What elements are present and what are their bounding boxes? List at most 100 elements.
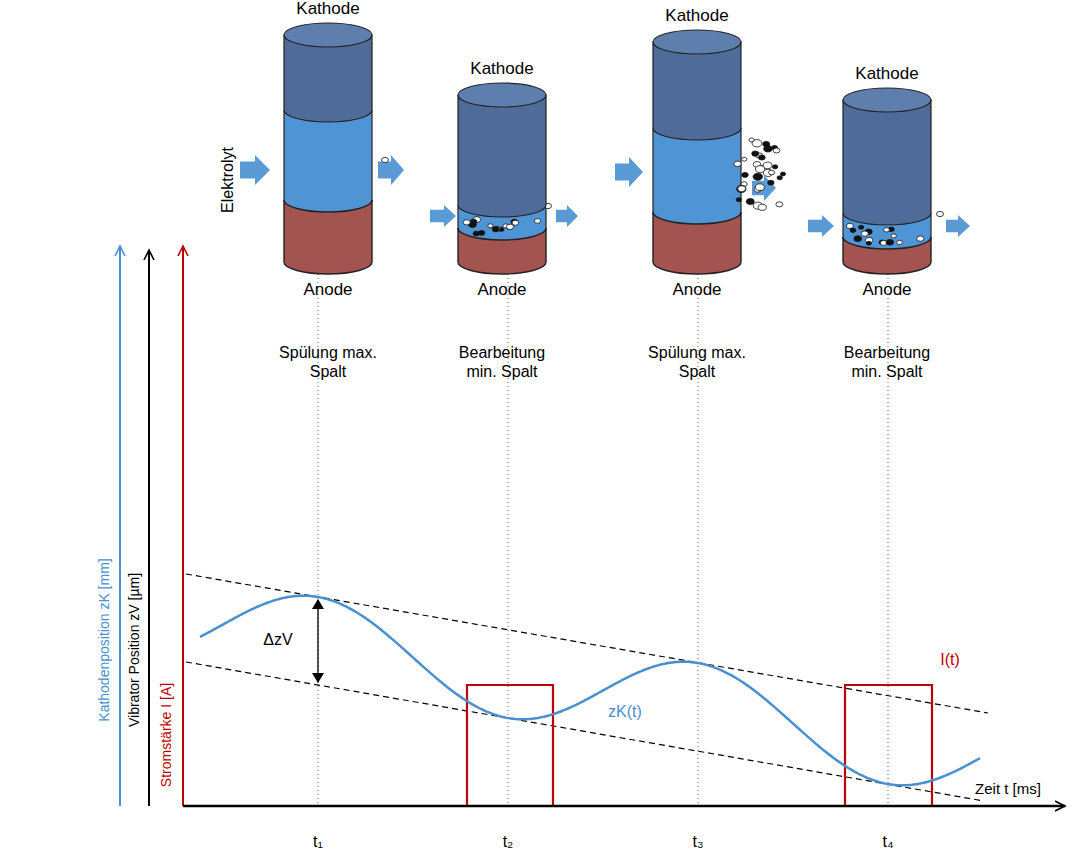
- cathode-top: [458, 83, 546, 107]
- gas-bubble: [492, 227, 499, 232]
- time-marker-line: [508, 250, 509, 805]
- gas-bubble: [866, 241, 871, 245]
- gas-bubble: [769, 170, 775, 175]
- cylinder-outline: [284, 23, 372, 122]
- electrolyte-gap: [653, 128, 741, 224]
- cathode-axis: [119, 246, 121, 806]
- gas-bubble: [758, 155, 765, 160]
- flow-arrow: [240, 155, 270, 185]
- cathode-cylinder: Kathode: [843, 88, 931, 225]
- anode-label: Anode: [672, 280, 721, 300]
- electrolyte-edge: [371, 110, 372, 202]
- axis-title: Zeit t [ms]: [973, 780, 1043, 798]
- gas-bubble: [861, 231, 868, 236]
- cathode-position-curve: [200, 596, 980, 786]
- gas-bubble: [738, 186, 746, 192]
- gas-bubble: [764, 146, 772, 152]
- electrolyte-edge: [930, 213, 931, 239]
- curve-label: zK(t): [606, 702, 644, 721]
- anode-body: [843, 237, 931, 274]
- phase-caption: Spülung max. Spalt: [645, 343, 749, 381]
- gas-bubble: [755, 166, 764, 173]
- flow-arrow: [615, 157, 643, 187]
- gas-bubble: [382, 157, 389, 162]
- gas-bubble: [463, 220, 470, 225]
- gas-bubble: [854, 236, 862, 242]
- time-marker-line: [888, 250, 889, 805]
- gas-bubble: [534, 219, 540, 224]
- time-marker-line: [318, 250, 319, 805]
- cathode-label: Kathode: [855, 64, 918, 84]
- anode-cylinder: Anode: [653, 200, 741, 274]
- gas-bubble: [506, 224, 513, 229]
- cathode-body: [653, 42, 741, 140]
- gas-bubble: [752, 151, 759, 156]
- anode-label: Anode: [303, 280, 352, 300]
- anode-cylinder: Anode: [843, 225, 931, 274]
- anode-body: [458, 228, 546, 274]
- electrolyte-edge: [842, 213, 843, 239]
- gas-bubble: [737, 186, 746, 193]
- gas-bubble: [897, 240, 903, 244]
- fluid-label: Elektrolyt: [220, 147, 236, 213]
- cathode-label: Kathode: [470, 59, 533, 79]
- cathode-label: Kathode: [665, 6, 728, 26]
- electrolyte-edge: [457, 205, 458, 230]
- phase-caption: Bearbeitung min. Spalt: [450, 343, 554, 381]
- curve-label: I(t): [938, 650, 962, 669]
- chart: [120, 246, 1065, 806]
- time-axis: [183, 805, 1065, 808]
- amplitude-arrow: [317, 600, 318, 682]
- gas-bubble: [742, 172, 749, 177]
- current-pulse: [845, 685, 932, 805]
- phase-caption: Spülung max. Spalt: [276, 343, 380, 381]
- time-tick: t₁: [311, 832, 325, 851]
- cathode-cylinder: Kathode: [284, 23, 372, 122]
- phase-caption: Bearbeitung min. Spalt: [835, 343, 939, 381]
- gas-bubble: [736, 198, 741, 202]
- gas-bubble: [746, 199, 754, 205]
- gas-bubble: [470, 219, 476, 224]
- time-tick: t₃: [691, 832, 706, 851]
- axis-title: Kathodenposition zK [mm]: [97, 558, 111, 721]
- gas-bubble: [780, 172, 785, 176]
- cathode-cylinder: Kathode: [653, 30, 741, 140]
- electrolyte-edge: [283, 110, 284, 202]
- time-marker-line: [698, 250, 699, 805]
- gas-bubble: [768, 180, 774, 185]
- flow-arrow: [378, 155, 404, 185]
- gas-bubble: [850, 228, 856, 232]
- anode-label: Anode: [862, 280, 911, 300]
- anode-body: [284, 200, 372, 274]
- gas-bubble: [478, 230, 484, 235]
- gas-bubble: [488, 224, 493, 228]
- amplitude-label: ΔzV: [261, 630, 294, 649]
- cylinder-outline: [284, 188, 372, 274]
- flow-arrow: [430, 205, 456, 227]
- gas-bubble: [776, 202, 783, 207]
- vibrator-axis: [148, 250, 150, 806]
- time-tick: t₂: [501, 832, 516, 851]
- gas-bubble: [772, 165, 777, 169]
- cathode-top: [843, 88, 931, 112]
- gas-bubble: [886, 239, 894, 245]
- cathode-top: [284, 23, 372, 47]
- time-tick: t₄: [881, 832, 896, 851]
- axis-title: Vibrator Position zV [µm]: [127, 573, 141, 727]
- axis-title: Stromstärke I [A]: [159, 683, 173, 787]
- cathode-body: [458, 95, 546, 217]
- flow-arrow: [808, 215, 834, 237]
- cylinder-outline: [653, 200, 741, 274]
- cathode-body: [843, 100, 931, 225]
- anode-cylinder: Anode: [458, 216, 546, 274]
- gas-bubble: [917, 236, 924, 241]
- gas-bubble: [773, 148, 780, 153]
- flow-arrow: [556, 205, 578, 227]
- lower-envelope: [186, 662, 984, 801]
- gas-bubble: [742, 157, 747, 161]
- cathode-top: [653, 30, 741, 54]
- electrolyte-gap: [284, 110, 372, 212]
- cathode-cylinder: Kathode: [458, 83, 546, 217]
- gas-bubble: [777, 176, 782, 180]
